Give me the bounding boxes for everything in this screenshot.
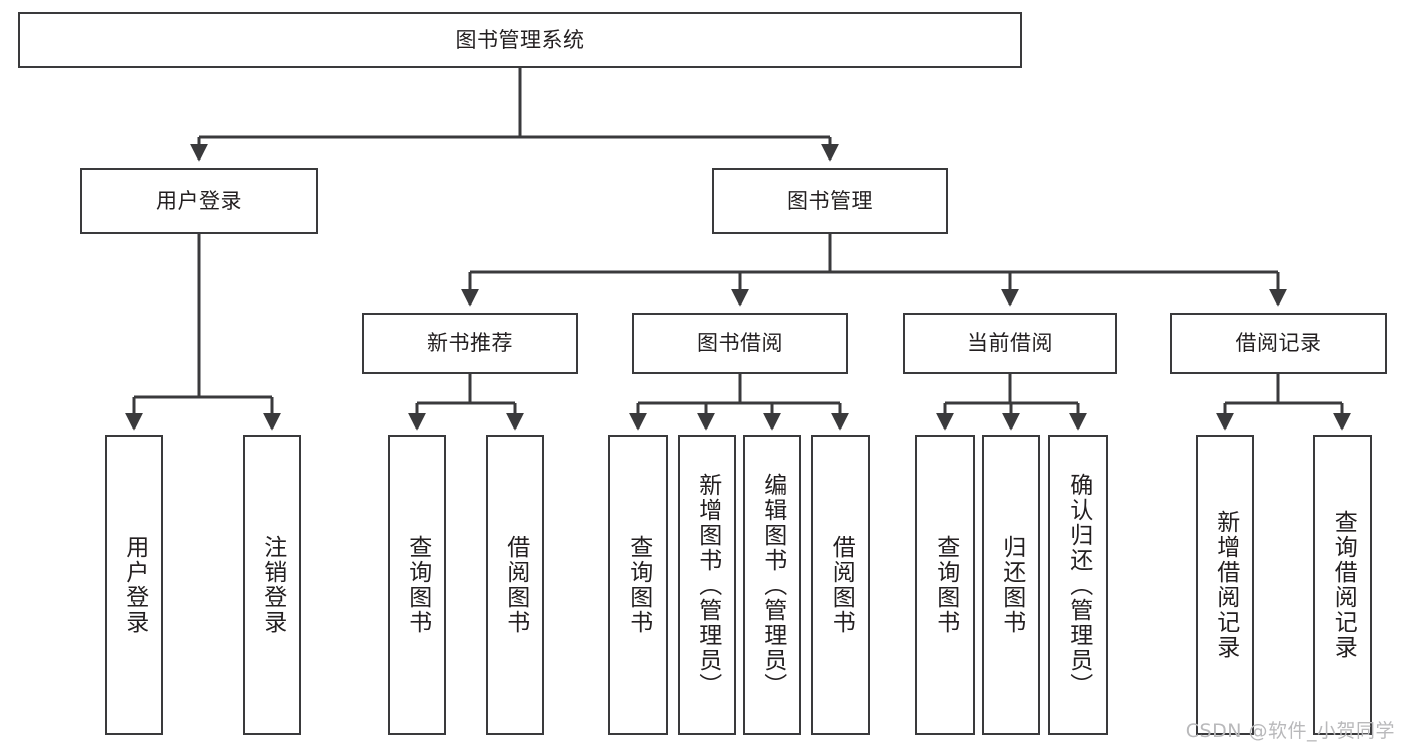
- node-leaf-query-book-3[interactable]: 查询图书: [915, 435, 975, 735]
- watermark: CSDN @软件_小贺同学: [1185, 720, 1395, 742]
- node-borrow-record-label: 借阅记录: [1235, 331, 1322, 356]
- node-book-borrow-label: 图书借阅: [697, 331, 783, 356]
- node-leaf-add-record[interactable]: 新增借阅记录: [1196, 435, 1254, 735]
- node-new-book-rec-label: 新书推荐: [427, 331, 513, 356]
- node-root[interactable]: 图书管理系统: [18, 12, 1022, 68]
- node-current-borrow[interactable]: 当前借阅: [903, 313, 1117, 374]
- node-leaf-edit-book-label: 编辑图书（管理员）: [759, 472, 786, 698]
- node-leaf-user-login-label: 用户登录: [121, 535, 148, 635]
- node-leaf-confirm-return[interactable]: 确认归还（管理员）: [1048, 435, 1108, 735]
- node-current-borrow-label: 当前借阅: [967, 331, 1053, 356]
- node-book-manage[interactable]: 图书管理: [712, 168, 948, 234]
- node-leaf-add-book[interactable]: 新增图书（管理员）: [678, 435, 736, 735]
- node-leaf-return-book-label: 归还图书: [998, 535, 1025, 635]
- node-root-label: 图书管理系统: [455, 27, 585, 52]
- node-leaf-query-book-1[interactable]: 查询图书: [388, 435, 446, 735]
- node-leaf-query-record[interactable]: 查询借阅记录: [1313, 435, 1372, 735]
- node-leaf-query-record-label: 查询借阅记录: [1330, 510, 1357, 660]
- node-leaf-add-book-label: 新增图书（管理员）: [694, 472, 721, 698]
- node-leaf-borrow-book-1[interactable]: 借阅图书: [486, 435, 544, 735]
- node-book-borrow[interactable]: 图书借阅: [632, 313, 848, 374]
- node-user-login[interactable]: 用户登录: [80, 168, 318, 234]
- node-leaf-return-book[interactable]: 归还图书: [982, 435, 1040, 735]
- node-leaf-borrow-book-2[interactable]: 借阅图书: [811, 435, 870, 735]
- node-leaf-borrow-book-2-label: 借阅图书: [828, 535, 855, 635]
- node-leaf-edit-book[interactable]: 编辑图书（管理员）: [743, 435, 801, 735]
- node-user-login-label: 用户登录: [156, 188, 242, 213]
- node-leaf-query-book-2[interactable]: 查询图书: [608, 435, 668, 735]
- node-leaf-query-book-1-label: 查询图书: [404, 535, 431, 635]
- node-leaf-confirm-return-label: 确认归还（管理员）: [1065, 472, 1092, 698]
- node-leaf-logout[interactable]: 注销登录: [243, 435, 301, 735]
- node-leaf-add-record-label: 新增借阅记录: [1212, 510, 1239, 660]
- node-borrow-record[interactable]: 借阅记录: [1170, 313, 1387, 374]
- node-leaf-query-book-3-label: 查询图书: [932, 535, 959, 635]
- node-leaf-query-book-2-label: 查询图书: [625, 535, 652, 635]
- node-new-book-rec[interactable]: 新书推荐: [362, 313, 578, 374]
- node-leaf-borrow-book-1-label: 借阅图书: [502, 535, 529, 635]
- node-leaf-user-login[interactable]: 用户登录: [105, 435, 163, 735]
- node-book-manage-label: 图书管理: [787, 188, 873, 213]
- node-leaf-logout-label: 注销登录: [259, 535, 286, 635]
